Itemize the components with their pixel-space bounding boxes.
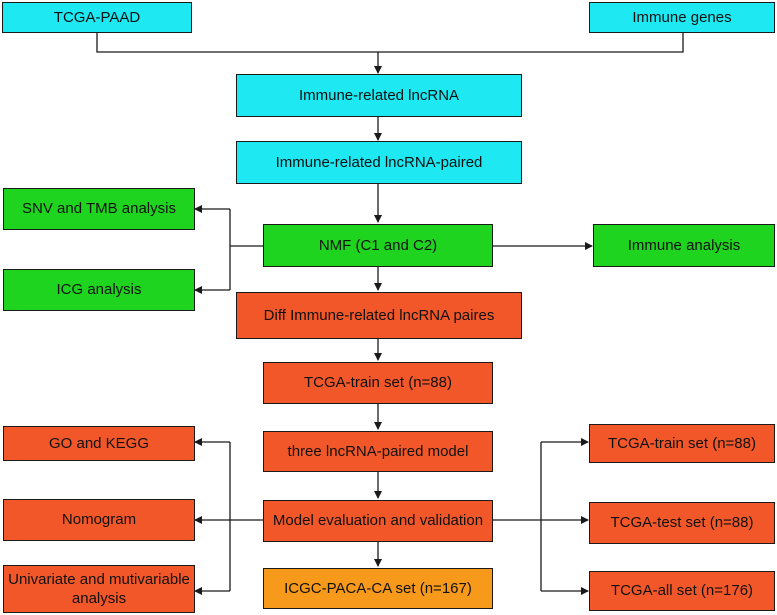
- node-tcga-train-center: TCGA-train set (n=88): [263, 362, 493, 404]
- node-diff-pairs: Diff Immune-related lncRNA paires: [236, 292, 522, 339]
- node-univariate-analysis: Univariate and mutivariable analysis: [3, 565, 195, 613]
- node-tcga-all: TCGA-all set (n=176): [589, 571, 775, 611]
- node-go-kegg: GO and KEGG: [3, 426, 195, 461]
- node-immune-related-lncrna-paired: Immune-related lncRNA-paired: [236, 141, 522, 184]
- node-model-evaluation: Model evaluation and validation: [263, 500, 493, 542]
- node-snv-tmb-analysis: SNV and TMB analysis: [3, 188, 195, 230]
- node-immune-analysis: Immune analysis: [593, 224, 775, 267]
- node-immune-related-lncrna: Immune-related lncRNA: [236, 74, 522, 117]
- node-icg-analysis: ICG analysis: [3, 269, 195, 311]
- connector-top-merge: [96, 32, 684, 53]
- node-tcga-train-right: TCGA-train set (n=88): [589, 424, 775, 463]
- node-lncrna-paired-model: three lncRNA-paired model: [263, 431, 493, 472]
- node-nomogram: Nomogram: [3, 499, 195, 541]
- node-tcga-paad: TCGA-PAAD: [2, 2, 192, 33]
- node-tcga-test: TCGA-test set (n=88): [589, 502, 775, 544]
- node-nmf: NMF (C1 and C2): [263, 224, 493, 267]
- node-icgc-paca-ca: ICGC-PACA-CA set (n=167): [263, 568, 493, 609]
- node-immune-genes: Immune genes: [589, 2, 775, 33]
